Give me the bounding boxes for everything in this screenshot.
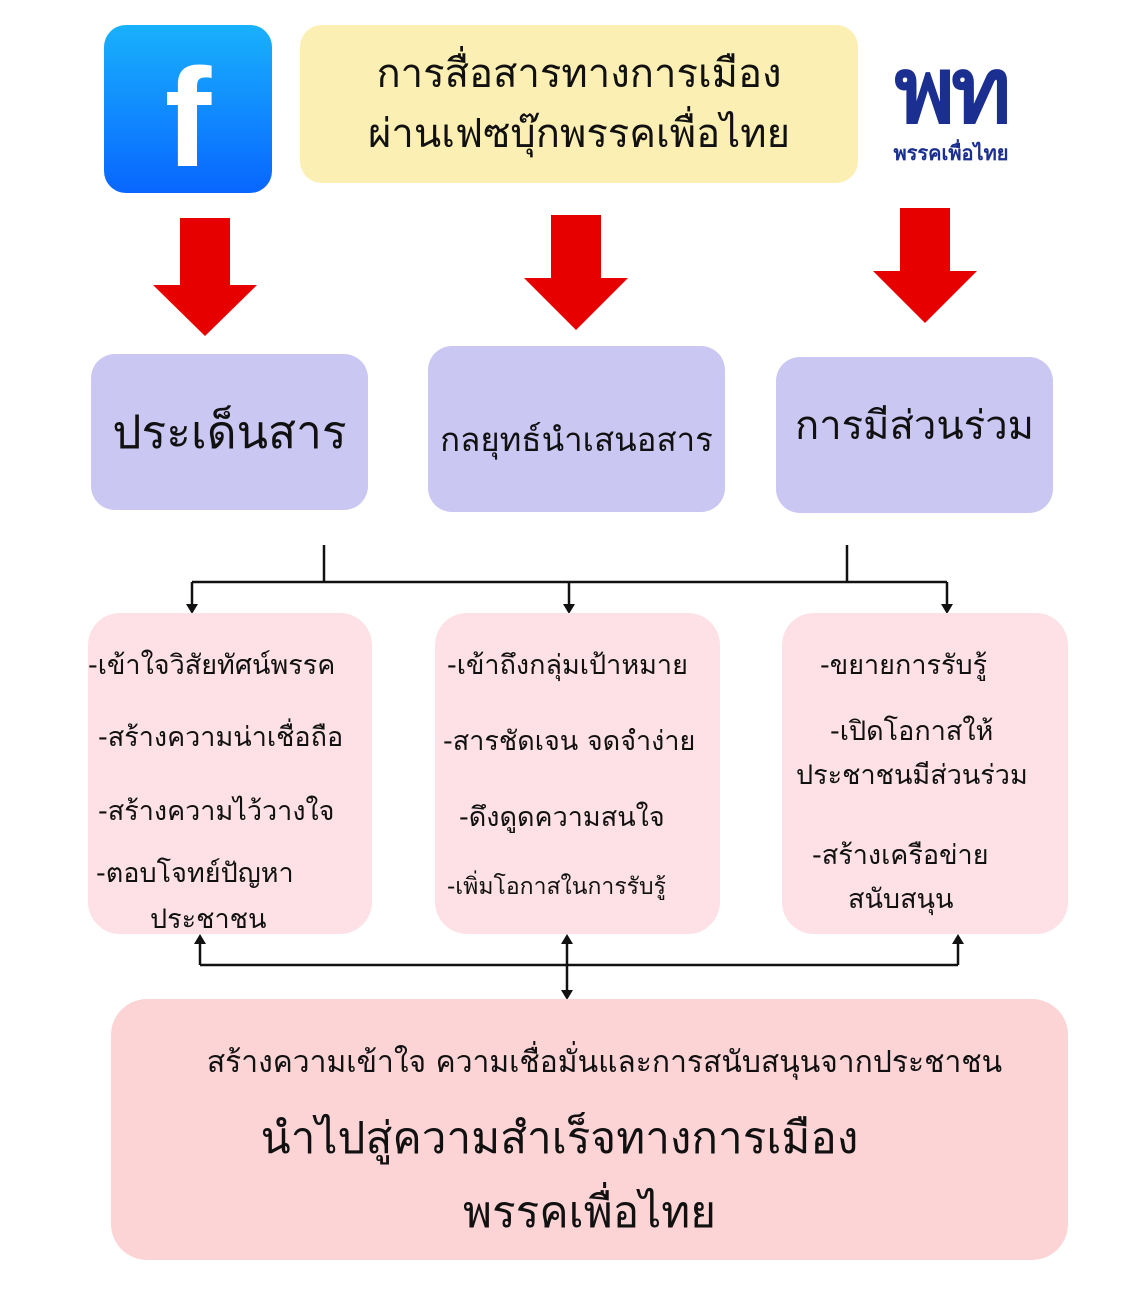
arrowhead-icon: [561, 990, 573, 1000]
outcome-line-3: พรรคเพื่อไทย: [462, 1187, 717, 1238]
outcome-line-2: นำไปสู่ความสำเร็จทางการเมือง: [260, 1113, 859, 1164]
list-item: สนับสนุน: [848, 884, 954, 915]
category-label: กลยุทธ์นำเสนอสาร: [440, 419, 713, 459]
logo-caption: พรรคเพื่อไทย: [893, 143, 1009, 165]
pheu-thai-logo: พท พรรคเพื่อไทย: [862, 45, 1040, 170]
list-item: -เพิ่มโอกาสในการรับรู้: [447, 874, 666, 900]
outcome-box: สร้างความเข้าใจ ความเชื่อมั่นและการสนับส…: [111, 999, 1068, 1260]
list-item: -ขยายการรับรู้: [820, 650, 988, 681]
arrowhead-icon: [952, 934, 964, 944]
red-arrow-down-icon: [153, 218, 257, 336]
red-arrow-down-icon: [524, 215, 628, 330]
message-points: -เข้าใจวิสัยทัศน์พรรค -สร้างความน่าเชื่อ…: [88, 613, 372, 935]
category-label: ประเด็นสาร: [112, 404, 347, 459]
arrowhead-icon: [941, 604, 953, 614]
red-arrow-down-icon: [873, 208, 977, 323]
list-item: -สร้างเครือข่าย: [812, 840, 989, 871]
arrowhead-icon: [561, 934, 573, 944]
category-strategy: กลยุทธ์นำเสนอสาร: [428, 346, 725, 512]
list-item: -สร้างความน่าเชื่อถือ: [98, 722, 344, 753]
list-item: -ตอบโจทย์ปัญหา: [96, 858, 294, 889]
category-message: ประเด็นสาร: [91, 354, 368, 510]
outcome-line-1: สร้างความเข้าใจ ความเชื่อมั่นและการสนับส…: [206, 1045, 1003, 1080]
title-line-1: การสื่อสารทางการเมือง: [376, 51, 782, 97]
title-box: การสื่อสารทางการเมือง ผ่านเฟซบุ๊กพรรคเพื…: [300, 25, 858, 183]
list-item: -เข้าใจวิสัยทัศน์พรรค: [88, 650, 336, 681]
logo-mark: พท: [894, 40, 1011, 142]
arrowhead-icon: [563, 604, 575, 614]
title-line-2: ผ่านเฟซบุ๊กพรรคเพื่อไทย: [367, 111, 791, 157]
list-item: ประชาชนมีส่วนร่วม: [796, 760, 1028, 791]
list-item: ประชาชน: [150, 904, 267, 935]
list-item: -ดึงดูดความสนใจ: [459, 802, 665, 833]
strategy-points: -เข้าถึงกลุ่มเป้าหมาย -สารชัดเจน จดจำง่า…: [435, 613, 720, 934]
list-item: -เปิดโอกาสให้: [830, 716, 994, 747]
arrowhead-icon: [194, 934, 206, 944]
facebook-icon: f: [104, 25, 272, 196]
list-item: -เข้าถึงกลุ่มเป้าหมาย: [447, 650, 688, 681]
arrowhead-icon: [186, 604, 198, 614]
category-participation: การมีส่วนร่วม: [776, 357, 1053, 513]
list-item: -สร้างความไว้วางใจ: [98, 796, 335, 827]
category-label: การมีส่วนร่วม: [794, 403, 1035, 449]
list-item: -สารชัดเจน จดจำง่าย: [443, 726, 696, 757]
participation-points: -ขยายการรับรู้ -เปิดโอกาสให้ ประชาชนมีส่…: [782, 613, 1068, 934]
